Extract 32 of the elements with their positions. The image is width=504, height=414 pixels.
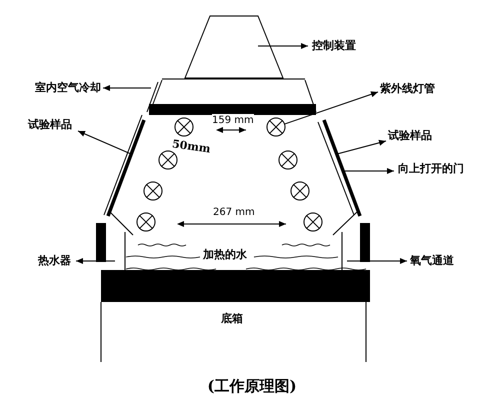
dimension-label: 267 mm: [213, 206, 255, 219]
uv-lamp-symbol: [266, 118, 286, 136]
base-box-label: 底箱: [221, 312, 243, 325]
label-text: 向上打开的门: [398, 162, 464, 175]
label-text: 热水器: [38, 254, 71, 267]
uv-lamp-symbol: [174, 118, 194, 136]
arrow: [78, 130, 132, 154]
sample-panel: [322, 119, 362, 217]
uv-lamp-symbol: [136, 212, 156, 232]
label-text: 控制装置: [312, 39, 356, 52]
uv-lamp-symbol: [144, 182, 162, 200]
arrow: [342, 168, 394, 174]
uv-lamp-symbol: [158, 150, 178, 170]
arrow: [284, 91, 378, 125]
caption: (工作原理图): [206, 380, 298, 393]
arrow: [76, 258, 116, 264]
label-text: 试验样品: [28, 118, 72, 131]
label-text: 氧气通道: [410, 254, 454, 267]
arrow: [346, 258, 408, 264]
arrow: [336, 140, 386, 154]
sample-panel: [106, 119, 146, 217]
control-unit-housing: [184, 16, 284, 78]
label-text: 室内空气冷却: [35, 81, 101, 94]
water-label: 加热的水: [203, 248, 247, 261]
label-text: 紫外线灯管: [380, 82, 435, 95]
dimension-label: 50mm: [171, 137, 212, 156]
uv-lamp-symbol: [290, 182, 310, 200]
arrow: [258, 43, 308, 49]
label-text: 试验样品: [388, 129, 432, 142]
uv-lamp-symbol: [278, 150, 298, 170]
arrow: [102, 85, 152, 91]
uv-lamp-symbol: [304, 212, 322, 232]
